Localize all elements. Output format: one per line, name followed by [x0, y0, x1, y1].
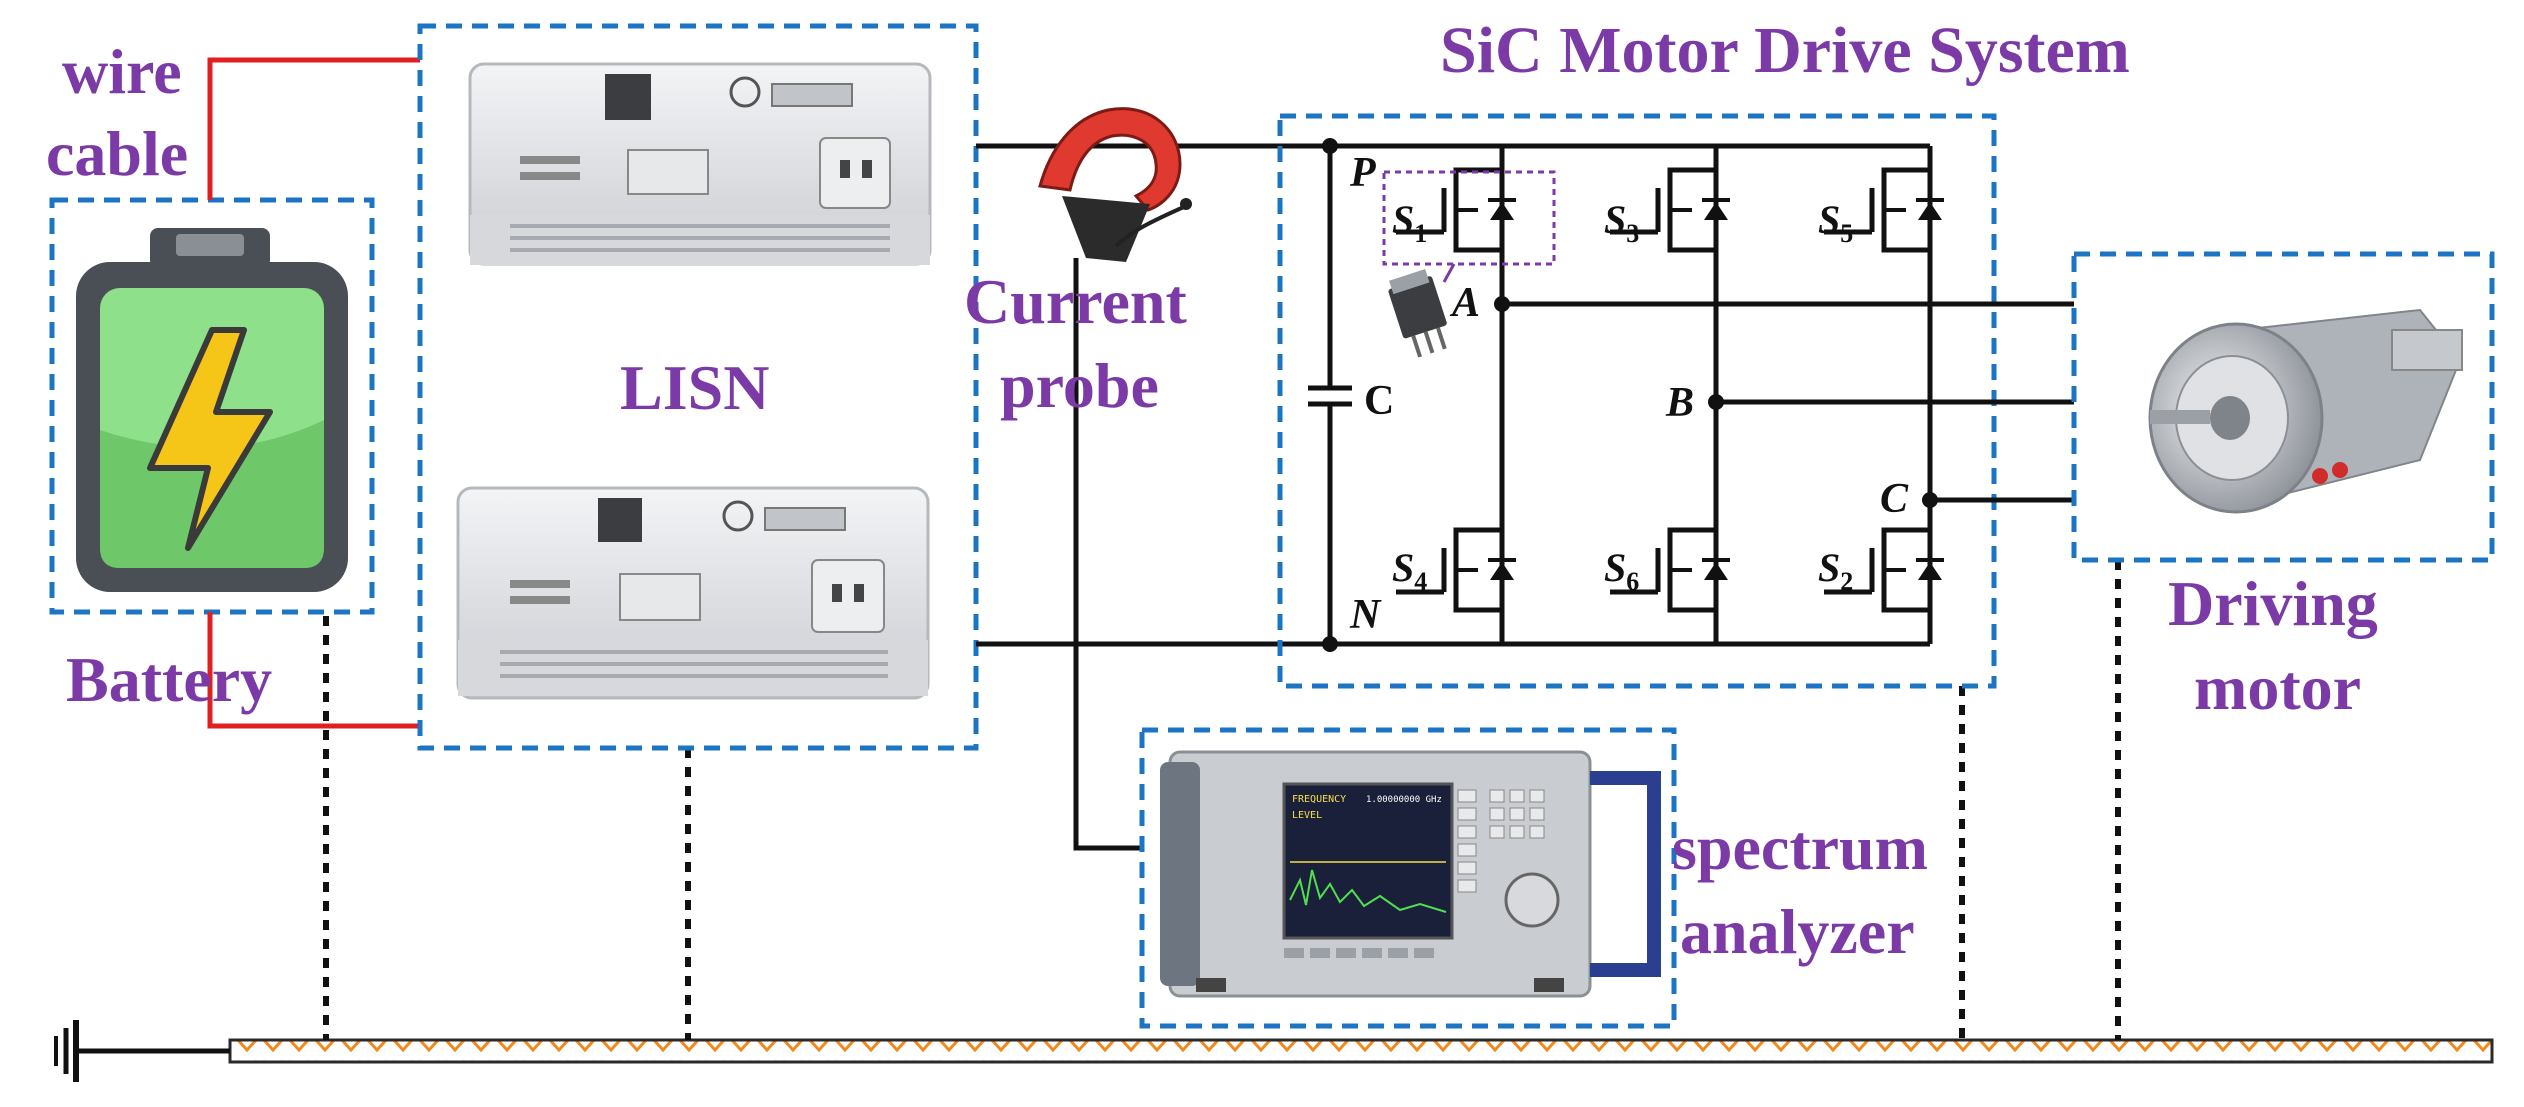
lisn-box — [417, 23, 979, 751]
capacitor-label: C — [1364, 378, 1395, 424]
lisn-unit-bottom — [456, 486, 930, 700]
wire-cable — [207, 57, 420, 729]
switch-s6-letter: S — [1604, 545, 1627, 590]
mosfet-s6-icon — [1610, 527, 1730, 613]
wire-label: wire — [62, 36, 182, 107]
ground-symbol-icon — [54, 1020, 79, 1082]
analyzer-screen-line1: FREQUENCY — [1292, 794, 1346, 805]
switch-s1-letter: S — [1392, 197, 1415, 242]
s1-pointer-arrow — [1442, 263, 1456, 283]
lisn-label: LISN — [620, 352, 770, 423]
motor-icon — [2148, 308, 2463, 514]
mosfet-s5-icon — [1824, 167, 1944, 253]
mosfet-s2-icon — [1824, 527, 1944, 613]
node-c-label: C — [1880, 476, 1909, 522]
spectrum-analyzer-icon: FREQUENCY 1.00000000 GHz LEVEL — [1160, 750, 1661, 998]
switch-s5-letter: S — [1818, 197, 1841, 242]
switch-s1-index: 1 — [1414, 219, 1428, 248]
battery-icon — [76, 228, 348, 592]
current-probe-icon — [1038, 107, 1192, 262]
switch-label-s5: S5 — [1818, 200, 1853, 254]
probe-label: probe — [1000, 350, 1159, 421]
driving-label: Driving — [2168, 568, 2378, 639]
switch-label-s1: S1 — [1392, 200, 1427, 254]
switch-label-s6: S6 — [1604, 548, 1639, 602]
motor-label: motor — [2194, 652, 2362, 723]
switch-s4-letter: S — [1392, 545, 1415, 590]
system-title: SiC Motor Drive System — [1440, 14, 2130, 87]
node-b-label: B — [1666, 380, 1695, 426]
s1-highlight-box — [1382, 170, 1556, 266]
switch-s3-letter: S — [1604, 197, 1627, 242]
ground-bus — [54, 1020, 2494, 1082]
node-a-label: A — [1452, 280, 1481, 326]
cable-label: cable — [46, 118, 189, 189]
inverter-circuit — [1308, 143, 2074, 647]
switch-s6-index: 6 — [1626, 567, 1640, 596]
motor-box — [2071, 251, 2495, 563]
switch-label-s4: S4 — [1392, 548, 1427, 602]
analyzer-label: analyzer — [1680, 896, 1915, 967]
switch-s2-letter: S — [1818, 545, 1841, 590]
mosfet-s3-icon — [1610, 167, 1730, 253]
spectrum-label: spectrum — [1672, 812, 1928, 883]
ground-drops — [323, 560, 2121, 1040]
analyzer-screen-freq: 1.00000000 GHz — [1366, 795, 1442, 805]
mosfet-s4-icon — [1396, 527, 1516, 613]
analyzer-box — [1139, 727, 1677, 1029]
battery-label: Battery — [66, 644, 273, 715]
node-p-label: P — [1350, 150, 1376, 196]
node-n-label: N — [1350, 592, 1381, 638]
probe-cable — [1073, 258, 1142, 851]
switch-s2-index: 2 — [1840, 567, 1854, 596]
to247-package-icon — [1388, 269, 1447, 358]
mosfet-switches — [1396, 167, 1944, 613]
mosfet-s1-icon — [1396, 167, 1516, 253]
switch-s3-index: 3 — [1626, 219, 1640, 248]
junction-dots — [1322, 138, 1938, 652]
current-label: Current — [964, 266, 1187, 337]
analyzer-screen-line2: LEVEL — [1292, 810, 1322, 821]
switch-s5-index: 5 — [1840, 219, 1854, 248]
lisn-unit-top — [468, 62, 932, 266]
switch-label-s2: S2 — [1818, 548, 1853, 602]
switch-label-s3: S3 — [1604, 200, 1639, 254]
switch-s4-index: 4 — [1414, 567, 1428, 596]
